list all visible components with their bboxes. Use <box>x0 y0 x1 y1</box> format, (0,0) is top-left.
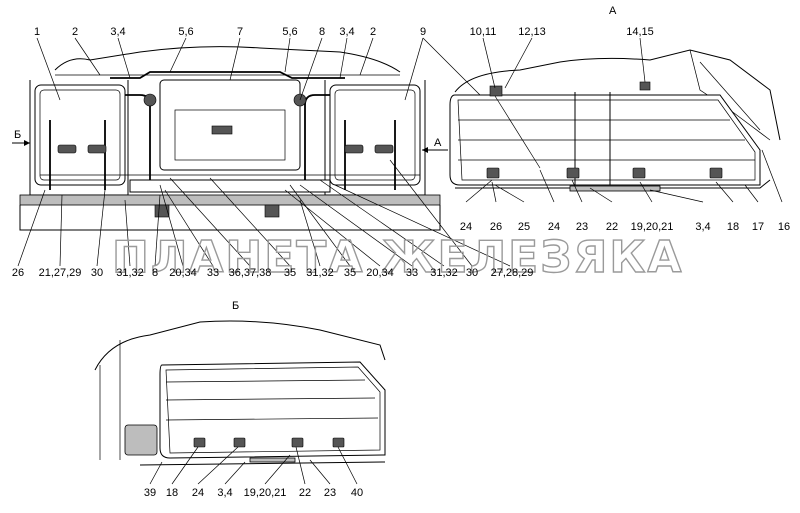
callout-label: 3,4 <box>339 26 354 38</box>
callout-label: 25 <box>518 221 530 233</box>
callout-label: 22 <box>299 487 311 499</box>
callout-label: 23 <box>324 487 336 499</box>
callout-label: 24 <box>548 221 560 233</box>
callout-label: 5,6 <box>282 26 297 38</box>
callout-label: 14,15 <box>626 26 654 38</box>
callout-label: 16 <box>778 221 790 233</box>
callout-label: 31,32 <box>306 267 334 279</box>
left-tank <box>34 84 126 186</box>
callouts-bottom-left: 26 21,27,29 30 31,32 8 20,34 33 36,37,38 35 31,32… <box>12 267 534 279</box>
callout-label: 19,20,21 <box>631 221 674 233</box>
callout-label: 26 <box>12 267 24 279</box>
callout-label: 27,28,29 <box>491 267 534 279</box>
view-b-tank <box>159 361 386 459</box>
callout-label: 24 <box>460 221 472 233</box>
callout-label: 17 <box>752 221 764 233</box>
callout-label: 40 <box>351 487 363 499</box>
callout-label: 23 <box>576 221 588 233</box>
callout-label: 31,32 <box>430 267 458 279</box>
callout-label: 3,4 <box>695 221 710 233</box>
callout-label: 36,37,38 <box>229 267 272 279</box>
callout-label: 30 <box>91 267 103 279</box>
callout-label: 18 <box>166 487 178 499</box>
callout-label: 8 <box>319 26 325 38</box>
view-b-title: Б <box>232 300 239 312</box>
leaders-side <box>465 37 783 203</box>
callout-label: 12,13 <box>518 26 546 38</box>
callout-label: 35 <box>284 267 296 279</box>
watermark-text: ПЛАНЕТА ЖЕЛЕЗЯКА <box>112 232 683 283</box>
callout-label: 20,34 <box>366 267 394 279</box>
side-view-a: А <box>422 49 781 192</box>
callout-label: 9 <box>420 26 426 38</box>
leaders-top <box>36 37 481 101</box>
callout-label: 18 <box>727 221 739 233</box>
callout-label: 8 <box>152 267 158 279</box>
leaders-view-b <box>149 446 358 485</box>
callout-label: 3,4 <box>110 26 125 38</box>
front-view: Б <box>12 46 441 231</box>
callout-label: 39 <box>144 487 156 499</box>
leaders-bottom <box>17 159 511 267</box>
callout-label: 1 <box>34 26 40 38</box>
callout-label: 33 <box>207 267 219 279</box>
callout-label: 33 <box>406 267 418 279</box>
arrow-b-label: Б <box>14 129 21 141</box>
callouts-top: 1 2 3,4 5,6 7 5,6 8 3,4 2 9 10,11 12,13 14,15 <box>34 26 654 38</box>
callouts-right: 24 26 25 24 23 22 19,20,21 3,4 18 17 16 <box>460 221 790 233</box>
arrow-a-label: А <box>434 137 442 149</box>
callout-label: 3,4 <box>217 487 232 499</box>
callout-label: 24 <box>192 487 204 499</box>
callout-label: 2 <box>370 26 376 38</box>
view-a-title: А <box>609 5 617 17</box>
callout-label: 35 <box>344 267 356 279</box>
callout-label: 10,11 <box>470 26 497 38</box>
right-tank <box>329 84 421 186</box>
callouts-view-b: 39 18 24 3,4 19,20,21 22 23 40 <box>144 487 363 499</box>
callout-label: 31,32 <box>116 267 144 279</box>
view-b <box>94 320 386 466</box>
center-tank <box>159 79 301 171</box>
callout-label: 20,34 <box>169 267 197 279</box>
callout-label: 22 <box>606 221 618 233</box>
callout-label: 5,6 <box>178 26 193 38</box>
callout-label: 26 <box>490 221 502 233</box>
callout-label: 21,27,29 <box>39 267 82 279</box>
callout-label: 30 <box>466 267 478 279</box>
callout-label: 7 <box>237 26 243 38</box>
callout-label: 2 <box>72 26 78 38</box>
callout-label: 19,20,21 <box>244 487 287 499</box>
